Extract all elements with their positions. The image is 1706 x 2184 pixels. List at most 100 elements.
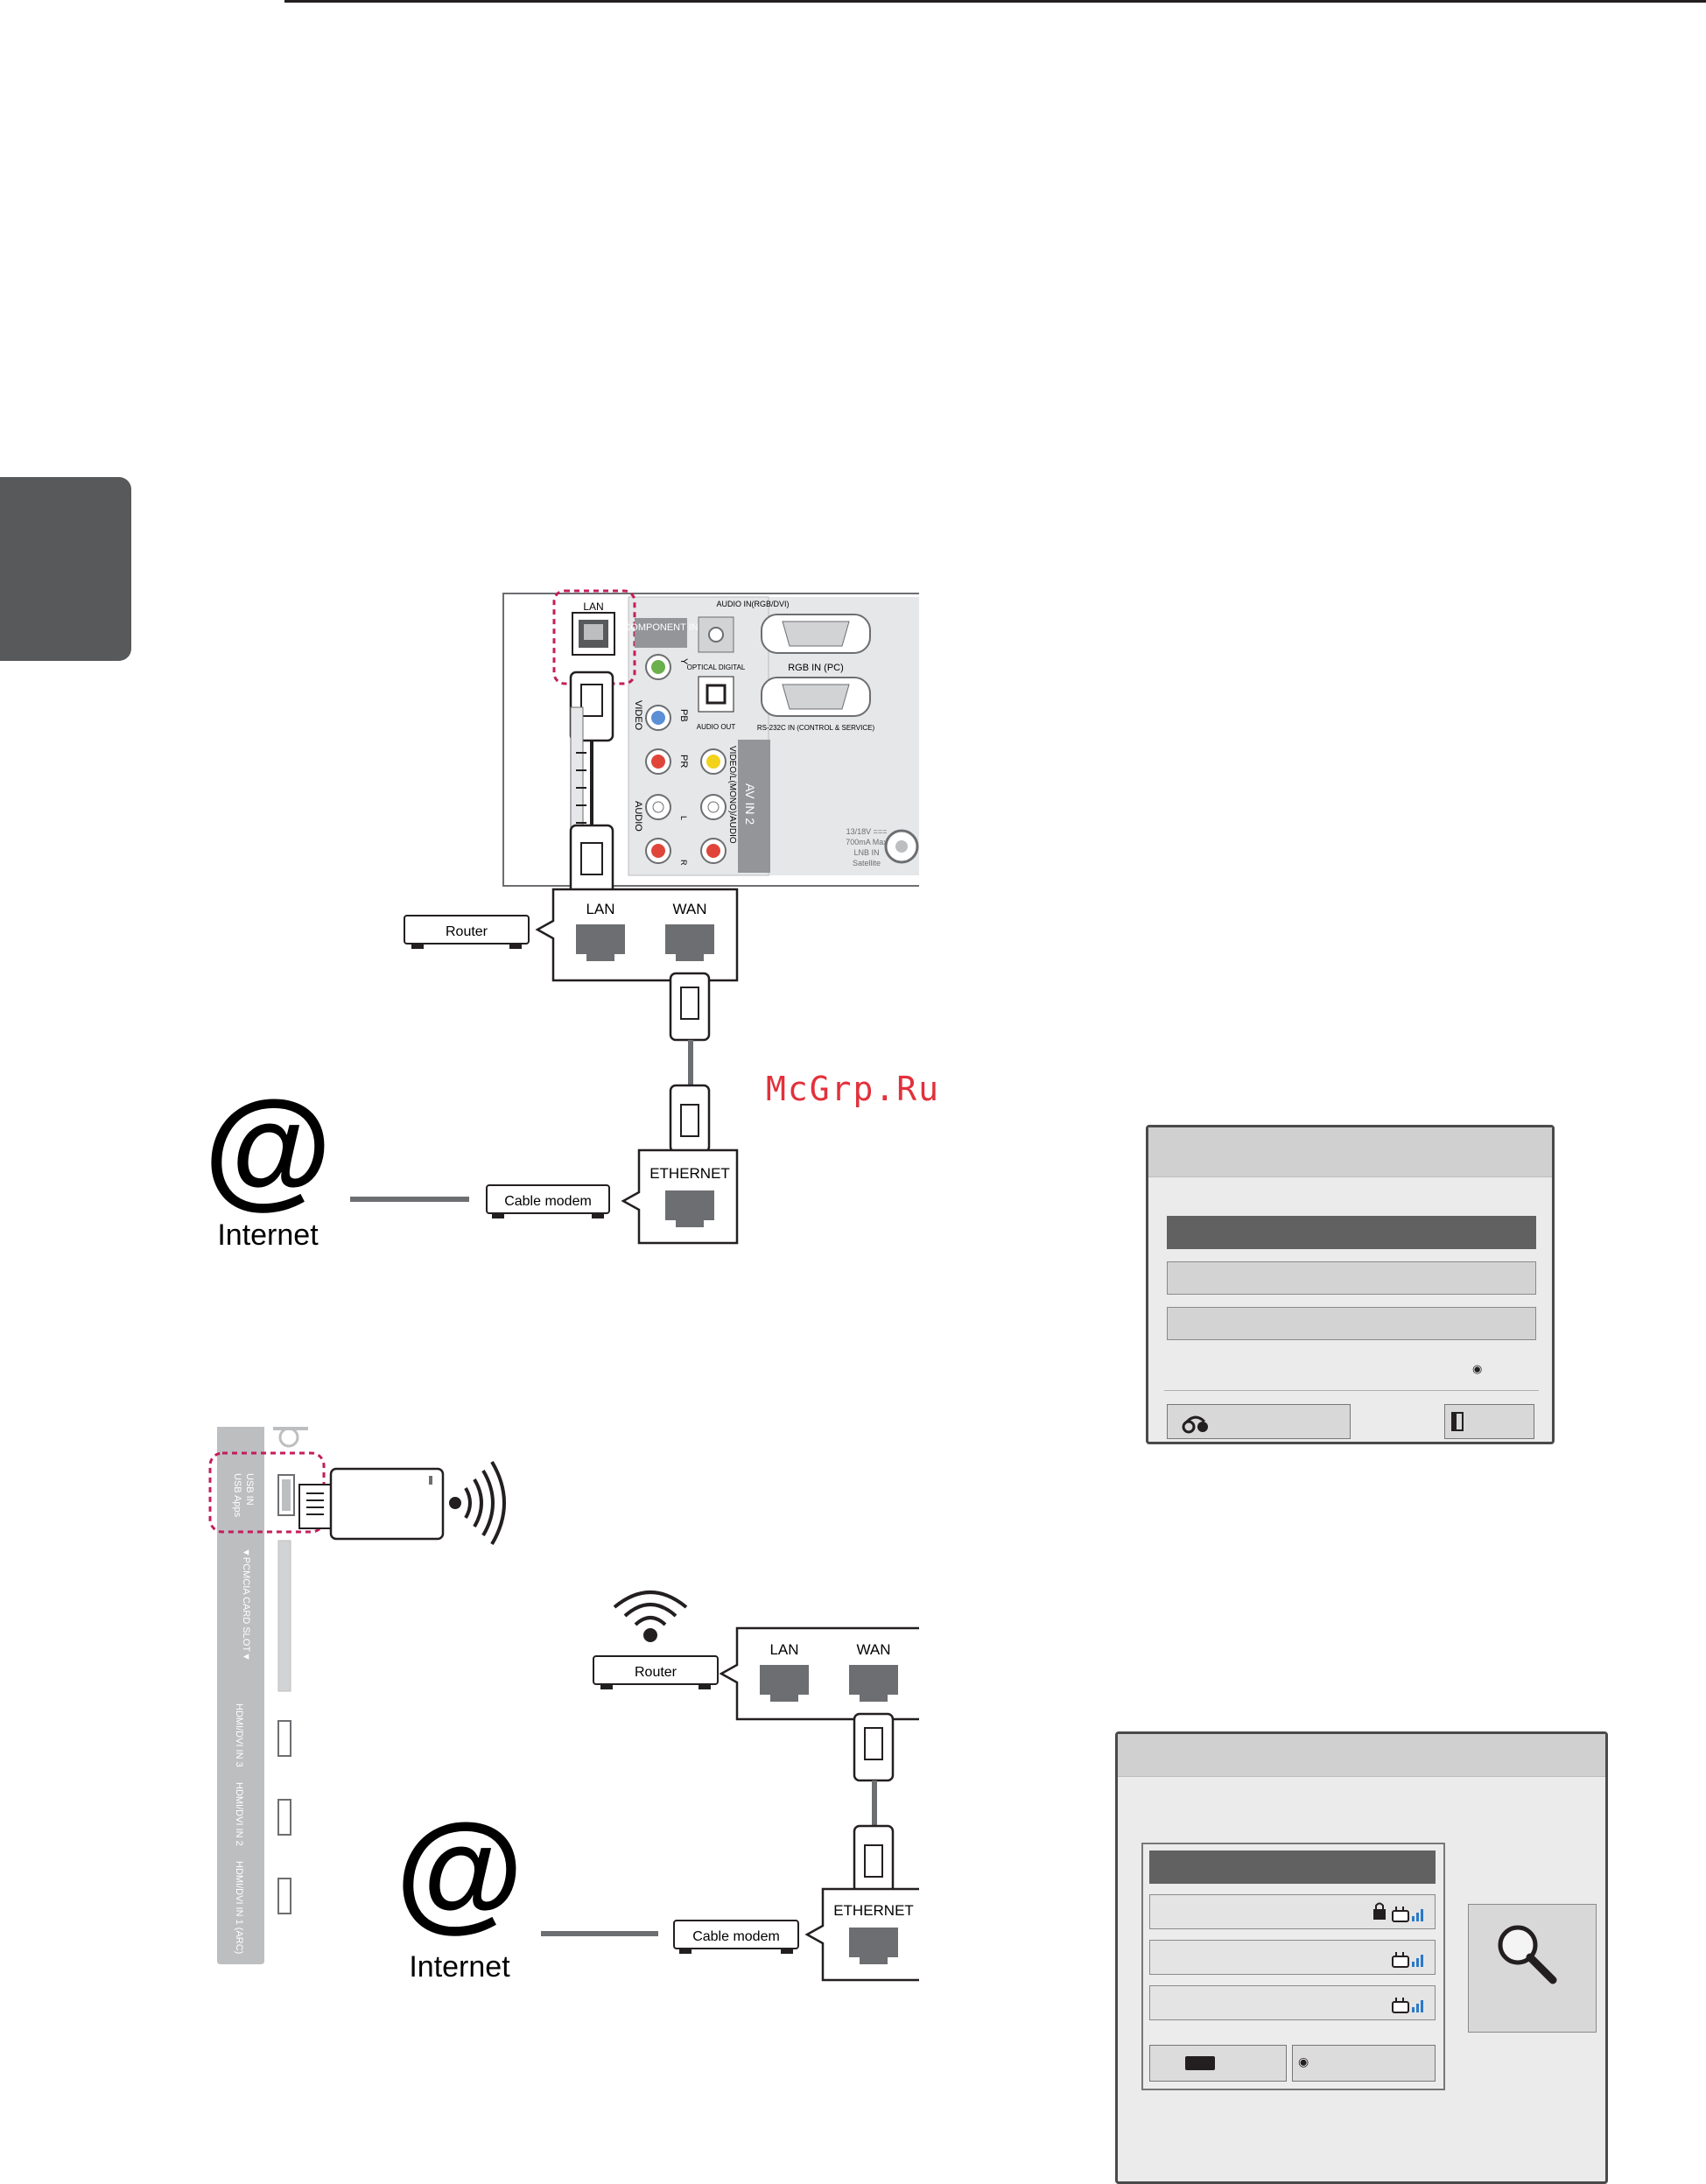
wifi-signal-icon	[449, 1460, 506, 1546]
optical-digital-label: OPTICAL DIGITAL	[687, 664, 746, 671]
l-label: L	[679, 816, 688, 820]
color-key-button[interactable]	[1149, 2045, 1287, 2082]
hdmi1-port	[277, 1878, 291, 1914]
setting-option-2[interactable]	[1167, 1261, 1536, 1295]
ethernet-label: ETHERNET	[649, 1165, 730, 1182]
ap-list-item-1[interactable]	[1149, 1894, 1436, 1929]
lan-cable-router-modem	[669, 972, 711, 1154]
router-label-2: Router	[635, 1665, 677, 1680]
hdmi3-port	[277, 1720, 291, 1757]
network-setting-window: ◉	[1146, 1125, 1555, 1444]
video-label: VIDEO	[633, 700, 643, 731]
satellite-line-2: 700mA Max	[846, 838, 888, 846]
window-title-bar-2	[1118, 1734, 1605, 1777]
pb-label: PB	[678, 709, 689, 722]
wifi-dongle	[298, 1467, 445, 1541]
lan-cable-router-modem-2	[853, 1712, 895, 1894]
router-wan-label-2: WAN	[856, 1641, 890, 1658]
exit-icon	[1451, 1412, 1464, 1431]
pr-label: PR	[678, 755, 689, 768]
ok-radio-icon: ◉	[1298, 2054, 1309, 2068]
router-label: Router	[446, 924, 488, 939]
rgb-in-port	[761, 614, 871, 654]
ap-device-icon	[1392, 1998, 1409, 2013]
usb-apps-label: USB Apps	[232, 1473, 242, 1518]
audio-label: AUDIO	[633, 801, 643, 832]
wired-connection-diagram: LAN AUDIO IN(RGB/DVI) OPTICAL DIGITAL AU…	[204, 589, 919, 1252]
internet-at-icon: @	[204, 1073, 332, 1220]
router-wan-port	[665, 924, 714, 961]
satellite-line-4: Satellite	[853, 859, 881, 867]
router-device	[404, 915, 530, 949]
router-lan-label: LAN	[586, 901, 614, 917]
chapter-tab	[0, 477, 131, 661]
av-in-2-label: AV IN 2	[743, 783, 757, 825]
window-title-bar	[1148, 1127, 1552, 1177]
router-wan-label: WAN	[672, 901, 706, 917]
signal-strength-icon	[1412, 1955, 1423, 1967]
exit-button[interactable]	[1444, 1404, 1534, 1439]
cable-modem-label: Cable modem	[504, 1194, 592, 1209]
cable-modem-label-2: Cable modem	[692, 1929, 780, 1944]
black-key-icon	[1185, 2056, 1215, 2070]
component-in-box	[635, 618, 687, 648]
signal-strength-icon	[1412, 1909, 1423, 1921]
router-wan-port-2	[849, 1665, 898, 1702]
internet-line	[350, 1197, 469, 1202]
search-icon	[1498, 1925, 1557, 1984]
y-label: Y	[678, 658, 689, 665]
tv-side-panel	[217, 1427, 264, 1964]
video-mono-audio-label: VIDEO/L(MONO)/AUDIO	[727, 746, 737, 844]
radio-indicator-icon: ◉	[1472, 1362, 1483, 1375]
internet-at-icon-2: @	[396, 1796, 523, 1943]
tv-lan-label: LAN	[583, 600, 603, 613]
ethernet-label-2: ETHERNET	[833, 1902, 914, 1919]
av-in-2-box	[738, 740, 770, 873]
wireless-ap-list-window: ◉	[1115, 1731, 1608, 2184]
lan-cable-tv-router	[569, 671, 614, 895]
tv-lan-port: LAN	[572, 600, 615, 656]
setting-option-3[interactable]	[1167, 1307, 1536, 1340]
internet-label-2: Internet	[409, 1950, 510, 1984]
tv-rear-panel	[502, 593, 919, 887]
satellite-line-3: LNB IN	[853, 848, 879, 857]
usb-in-label: USB IN	[244, 1473, 255, 1506]
rs232c-label: RS-232C IN (CONTROL & SERVICE)	[757, 724, 875, 732]
component-in-label: COMPONENT IN	[623, 622, 698, 633]
back-icon	[1182, 1415, 1208, 1434]
audio-in-rgb-dvi-label: AUDIO IN(RGB/DVI)	[716, 600, 789, 608]
lock-icon	[1373, 1902, 1386, 1920]
hdmi1-label: HDMI/DVI IN 1 (ARC)	[234, 1861, 244, 1954]
ok-button[interactable]: ◉	[1292, 2045, 1436, 2082]
modem-ethernet-port-2	[849, 1928, 898, 1964]
router-lan-port	[576, 924, 625, 961]
watermark: McGrp.Ru	[766, 1070, 941, 1108]
ap-list-header	[1149, 1850, 1436, 1884]
search-button[interactable]	[1468, 1904, 1597, 2033]
cable-modem-device-2	[673, 1920, 799, 1954]
ap-device-icon	[1392, 1907, 1409, 1922]
hdmi2-port	[277, 1799, 291, 1836]
hdmi2-label: HDMI/DVI IN 2	[234, 1782, 244, 1846]
top-rule	[284, 0, 1706, 3]
audio-out-label: AUDIO OUT	[697, 723, 736, 731]
cable-modem-device	[486, 1184, 610, 1218]
hdmi3-label: HDMI/DVI IN 3	[234, 1703, 244, 1767]
internet-line-2	[541, 1931, 658, 1936]
router-lan-port-2	[760, 1665, 809, 1702]
router-lan-label-2: LAN	[769, 1641, 798, 1658]
ap-list-item-3[interactable]	[1149, 1985, 1436, 2020]
window-divider	[1164, 1390, 1539, 1391]
satellite-line-1: 13/18V ===	[846, 827, 888, 836]
pcmcia-label: ▼PCMCIA CARD SLOT▼	[241, 1548, 251, 1661]
setting-option-selected[interactable]	[1167, 1216, 1536, 1249]
ap-device-icon	[1392, 1952, 1409, 1968]
rgb-in-pc-label: RGB IN (PC)	[788, 663, 844, 673]
rs232c-port	[761, 677, 871, 717]
ap-list: ◉	[1141, 1843, 1445, 2090]
r-label: R	[679, 860, 688, 866]
ap-list-item-2[interactable]	[1149, 1940, 1436, 1975]
router-device-2	[593, 1655, 719, 1689]
back-button[interactable]	[1167, 1404, 1351, 1439]
internet-label: Internet	[217, 1218, 319, 1252]
